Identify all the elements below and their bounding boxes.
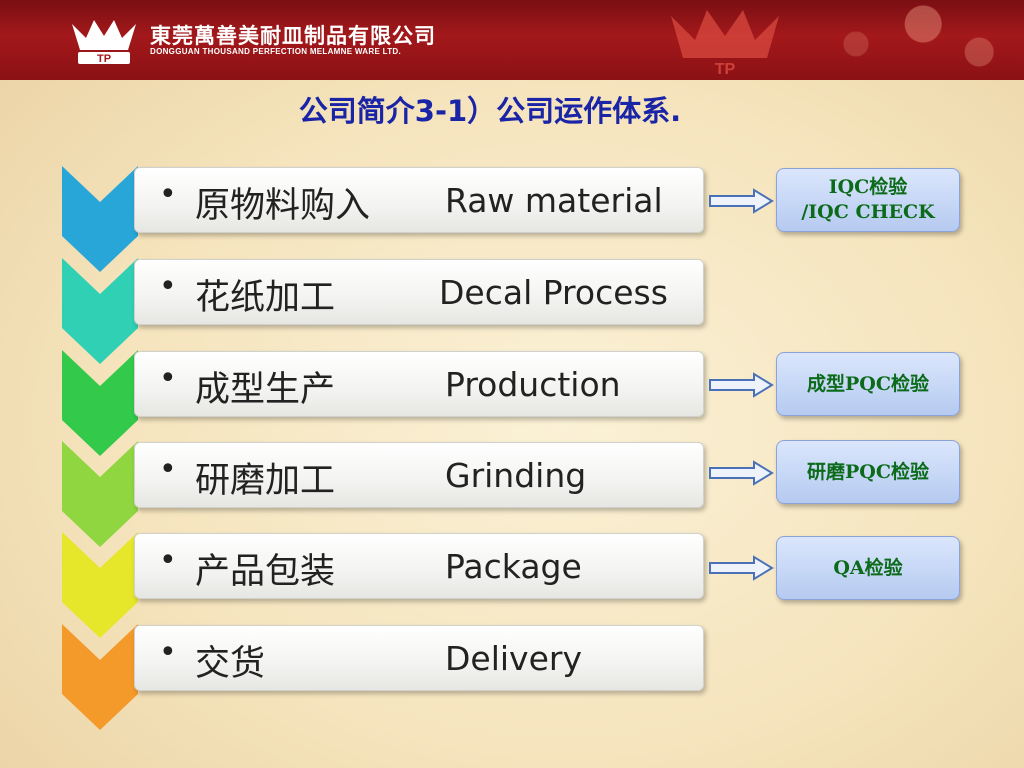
chevron-shape	[62, 350, 138, 456]
check-label: 成型PQC检验	[807, 372, 929, 395]
step-delivery: • 交货 Delivery	[134, 625, 704, 691]
step-package: • 产品包装 Package	[134, 533, 704, 599]
chevron-shape	[62, 258, 138, 364]
chevron-arrow-icon	[62, 350, 138, 456]
page-title: 公司简介3-1）公司运作体系.	[298, 94, 682, 128]
watermark-logo-text: TP	[715, 61, 736, 78]
chevron-shape	[62, 532, 138, 638]
chevron-arrow-icon	[62, 441, 138, 547]
chevron-arrow-icon	[62, 624, 138, 730]
check-qa: QA检验	[776, 536, 960, 600]
company-name-cn: 東莞萬善美耐皿制品有限公司	[150, 24, 436, 48]
check-label: QA检验	[833, 556, 903, 579]
bullet: •	[159, 361, 177, 396]
bullet: •	[159, 543, 177, 578]
logo-text: TP	[97, 53, 111, 65]
step-label-cn: 交货	[195, 644, 266, 684]
bullet: •	[159, 452, 177, 487]
step-label-en: Raw material	[445, 181, 663, 220]
check-grinding-pqc: 研磨PQC检验	[776, 440, 960, 504]
step-label-en: Package	[445, 547, 582, 586]
step-label-en: Decal Process	[439, 273, 668, 312]
step-label-en: Production	[445, 365, 621, 404]
bullet: •	[159, 269, 177, 304]
step-raw-material: • 原物料购入 Raw material	[134, 167, 704, 233]
chevron-shape	[62, 624, 138, 730]
right-arrow-icon	[709, 188, 774, 214]
step-label-en: Delivery	[445, 639, 582, 678]
chevron-arrow-icon	[62, 532, 138, 638]
crown-logo-icon: TP	[72, 20, 136, 65]
crown-watermark-icon: TP	[671, 10, 779, 78]
step-production: • 成型生产 Production	[134, 351, 704, 417]
header-banner: TP 東莞萬善美耐皿制品有限公司 DONGGUAN THOUSAND PERFE…	[0, 0, 1024, 80]
check-iqc: IQC检验 /IQC CHECK	[776, 168, 960, 232]
check-label: IQC检验	[828, 176, 908, 199]
step-label-cn: 成型生产	[195, 370, 336, 410]
company-name-en: DONGGUAN THOUSAND PERFECTION MELAMNE WAR…	[150, 47, 401, 56]
right-arrow-icon	[709, 372, 774, 398]
check-label: 研磨PQC检验	[807, 460, 929, 483]
bullet: •	[159, 177, 177, 212]
check-molding-pqc: 成型PQC检验	[776, 352, 960, 416]
step-label-cn: 研磨加工	[195, 461, 336, 501]
chevron-arrow-icon	[62, 258, 138, 364]
chevron-arrow-icon	[62, 166, 138, 272]
bullet: •	[159, 635, 177, 670]
right-arrow-icon	[709, 555, 774, 581]
step-label-cn: 花纸加工	[195, 278, 336, 318]
step-label-cn: 产品包装	[195, 552, 336, 592]
step-label-cn: 原物料购入	[195, 186, 371, 226]
step-label-en: Grinding	[445, 456, 587, 495]
step-decal-process: • 花纸加工 Decal Process	[134, 259, 704, 325]
right-arrow-icon	[709, 460, 774, 486]
step-grinding: • 研磨加工 Grinding	[134, 442, 704, 508]
check-label-secondary: /IQC CHECK	[801, 201, 935, 223]
chevron-shape	[62, 441, 138, 547]
chevron-shape	[62, 166, 138, 272]
